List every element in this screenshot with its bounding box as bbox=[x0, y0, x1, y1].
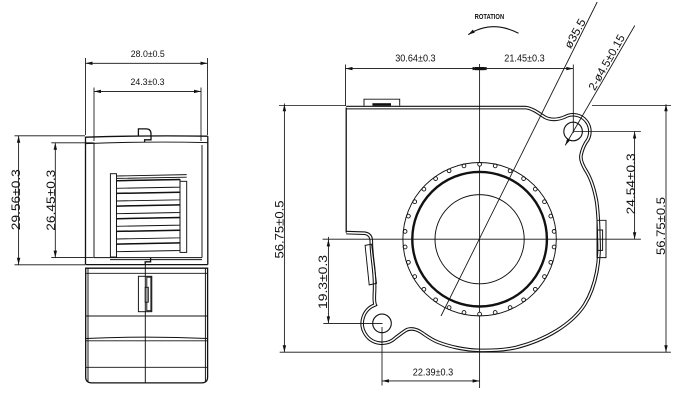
svg-text:24.54±0.3: 24.54±0.3 bbox=[624, 153, 638, 214]
svg-text:56.75±0.5: 56.75±0.5 bbox=[272, 200, 286, 258]
svg-text:19.3±0.3: 19.3±0.3 bbox=[316, 255, 330, 309]
svg-text:28.0±0.5: 28.0±0.5 bbox=[131, 49, 165, 59]
svg-text:ROTATION: ROTATION bbox=[475, 12, 505, 21]
svg-text:22.39±0.3: 22.39±0.3 bbox=[413, 368, 454, 379]
svg-text:21.45±0.3: 21.45±0.3 bbox=[504, 54, 545, 65]
svg-text:30.64±0.3: 30.64±0.3 bbox=[395, 54, 436, 65]
svg-text:24.3±0.3: 24.3±0.3 bbox=[131, 77, 165, 87]
svg-text:56.75±0.5: 56.75±0.5 bbox=[654, 197, 668, 255]
svg-text:26.45±0.3: 26.45±0.3 bbox=[44, 169, 58, 230]
svg-text:29.56±0.3: 29.56±0.3 bbox=[9, 169, 23, 230]
